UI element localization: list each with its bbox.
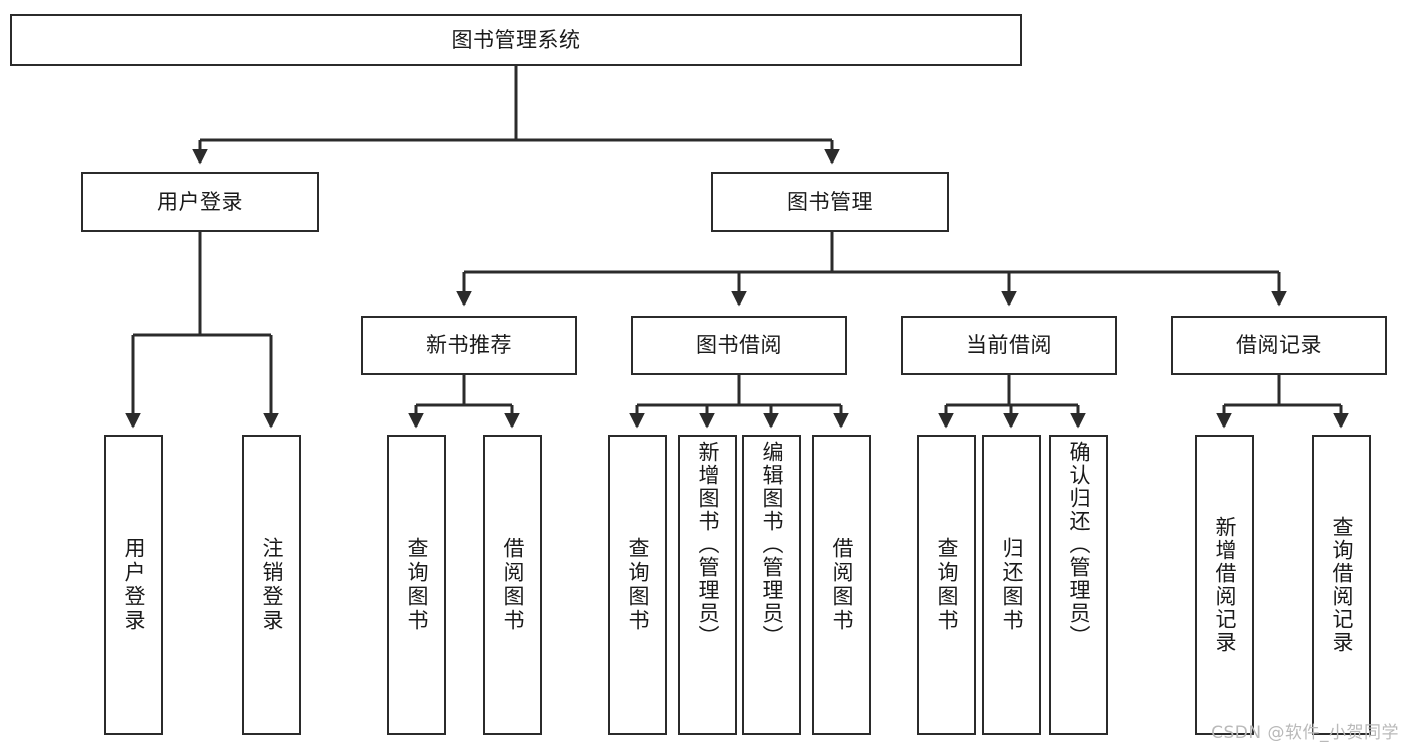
leaf-borrow-book-recommend[interactable]: 借阅图书 [483, 435, 542, 735]
node-label: 查询图书 [626, 537, 650, 633]
leaf-edit-book-admin[interactable]: 编辑图书（管理员） [742, 435, 801, 735]
node-label: 新增图书（管理员） [696, 441, 720, 648]
leaf-add-book-admin[interactable]: 新增图书（管理员） [678, 435, 737, 735]
node-root-book-management-system[interactable]: 图书管理系统 [10, 14, 1022, 66]
node-label: 查询图书 [405, 537, 429, 633]
node-book-borrow[interactable]: 图书借阅 [631, 316, 847, 375]
leaf-query-borrow-record[interactable]: 查询借阅记录 [1312, 435, 1371, 735]
leaf-user-login[interactable]: 用户登录 [104, 435, 163, 735]
node-label: 查询借阅记录 [1330, 516, 1354, 654]
leaf-confirm-return-admin[interactable]: 确认归还（管理员） [1049, 435, 1108, 735]
node-label: 新增借阅记录 [1213, 516, 1237, 654]
node-label: 借阅图书 [501, 537, 525, 633]
node-label: 图书管理系统 [451, 27, 581, 52]
node-user-login[interactable]: 用户登录 [81, 172, 319, 232]
node-label: 用户登录 [157, 189, 243, 214]
leaf-return-book[interactable]: 归还图书 [982, 435, 1041, 735]
leaf-query-book-borrow[interactable]: 查询图书 [608, 435, 667, 735]
leaf-borrow-book[interactable]: 借阅图书 [812, 435, 871, 735]
csdn-watermark: CSDN @软件_小贺同学 [1211, 723, 1399, 743]
node-new-book-recommend[interactable]: 新书推荐 [361, 316, 577, 375]
node-borrow-record[interactable]: 借阅记录 [1171, 316, 1387, 375]
node-label: 用户登录 [122, 537, 146, 633]
node-label: 归还图书 [1000, 537, 1024, 633]
node-label: 确认归还（管理员） [1067, 441, 1091, 648]
leaf-query-book-recommend[interactable]: 查询图书 [387, 435, 446, 735]
node-label: 新书推荐 [426, 333, 512, 358]
node-current-borrow[interactable]: 当前借阅 [901, 316, 1117, 375]
leaf-query-book-current[interactable]: 查询图书 [917, 435, 976, 735]
node-label: 当前借阅 [966, 333, 1052, 358]
node-label: 图书借阅 [696, 333, 782, 358]
node-label: 借阅记录 [1236, 333, 1322, 358]
leaf-logout-login[interactable]: 注销登录 [242, 435, 301, 735]
leaf-add-borrow-record[interactable]: 新增借阅记录 [1195, 435, 1254, 735]
node-label: 注销登录 [260, 537, 284, 633]
node-label: 查询图书 [935, 537, 959, 633]
node-label: 图书管理 [787, 189, 873, 214]
node-label: 借阅图书 [830, 537, 854, 633]
node-label: 编辑图书（管理员） [760, 441, 784, 648]
node-book-management[interactable]: 图书管理 [711, 172, 949, 232]
